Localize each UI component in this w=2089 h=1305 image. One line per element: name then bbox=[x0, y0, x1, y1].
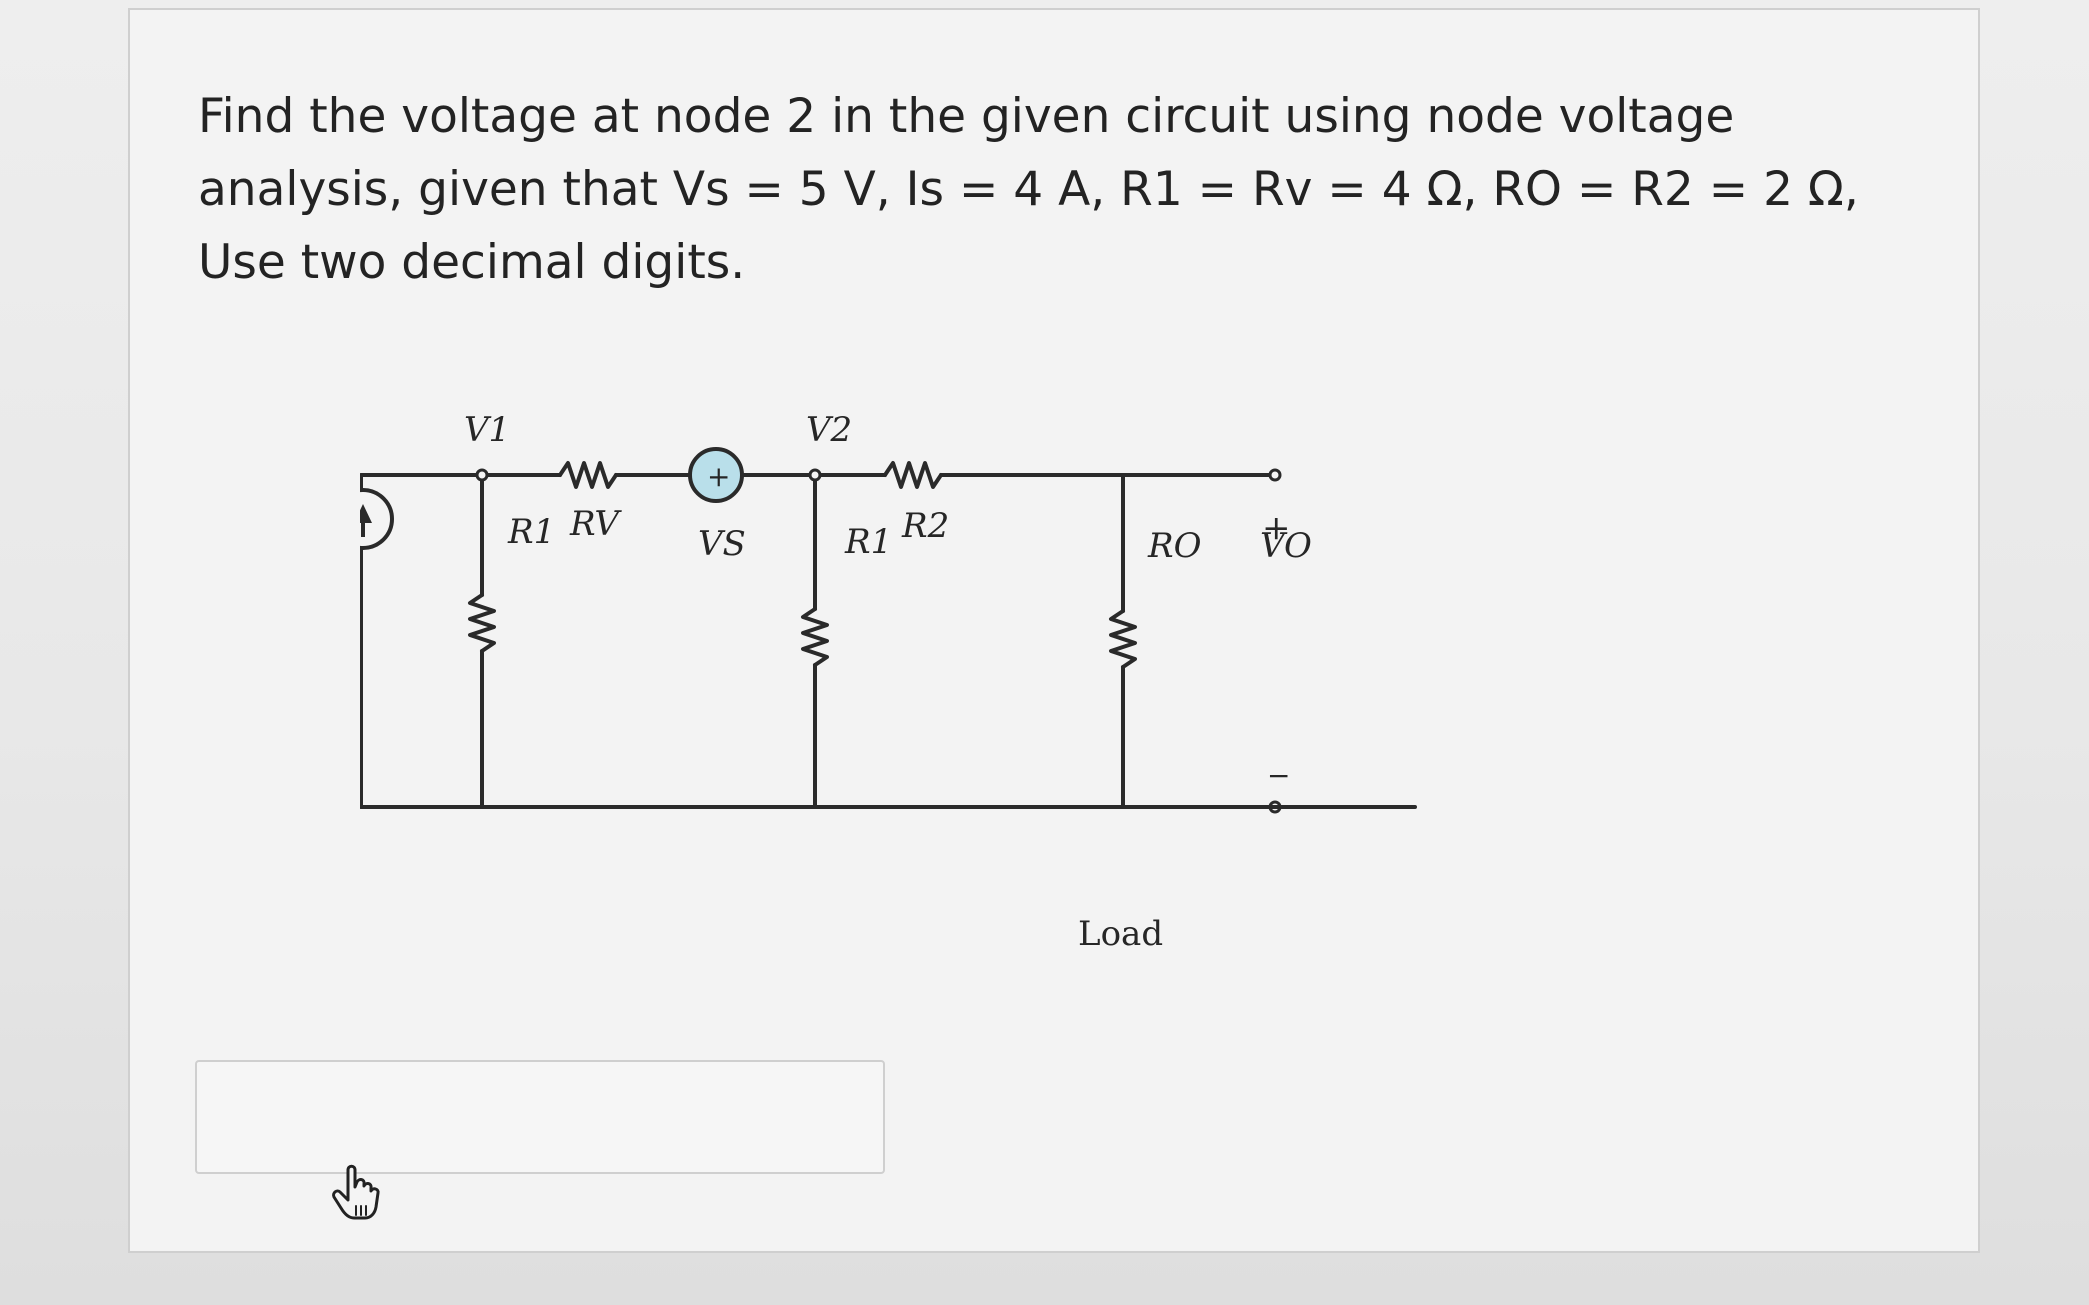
hand-pointer-icon bbox=[332, 1164, 380, 1220]
label-minus: − bbox=[1267, 759, 1290, 792]
answer-input[interactable] bbox=[195, 1060, 885, 1174]
terminal-plus bbox=[1268, 468, 1282, 482]
label-v1: V1 bbox=[464, 410, 510, 450]
circuit-diagram: + V1 V2 RV VS R2 + IS R1 R1 RO VO − Load bbox=[360, 410, 1417, 954]
wire-top-left bbox=[360, 473, 1417, 809]
current-source-is bbox=[360, 488, 394, 550]
node-v1 bbox=[475, 468, 489, 482]
label-ro: RO bbox=[1147, 526, 1202, 566]
label-vs: VS bbox=[698, 524, 746, 564]
ro-resistor bbox=[1109, 609, 1137, 669]
node-v2 bbox=[808, 468, 822, 482]
label-vo: VO bbox=[1260, 526, 1312, 566]
vs-plus-sign: + bbox=[707, 460, 730, 493]
r1-right-resistor bbox=[801, 607, 829, 667]
rv-resistor bbox=[558, 461, 618, 489]
label-rv: RV bbox=[569, 504, 622, 544]
question-card bbox=[128, 8, 1980, 1253]
label-r2: R2 bbox=[901, 506, 949, 546]
label-v2: V2 bbox=[806, 410, 852, 450]
label-load: Load bbox=[1078, 914, 1163, 954]
question-text: Find the voltage at node 2 in the given … bbox=[198, 89, 1859, 290]
r1-left-resistor bbox=[468, 593, 496, 653]
label-r1-right: R1 bbox=[844, 522, 892, 562]
label-r1-left: R1 bbox=[507, 512, 555, 552]
voltage-source-vs bbox=[688, 447, 744, 503]
label-plus: + bbox=[1262, 508, 1291, 548]
r2-resistor bbox=[883, 461, 943, 489]
